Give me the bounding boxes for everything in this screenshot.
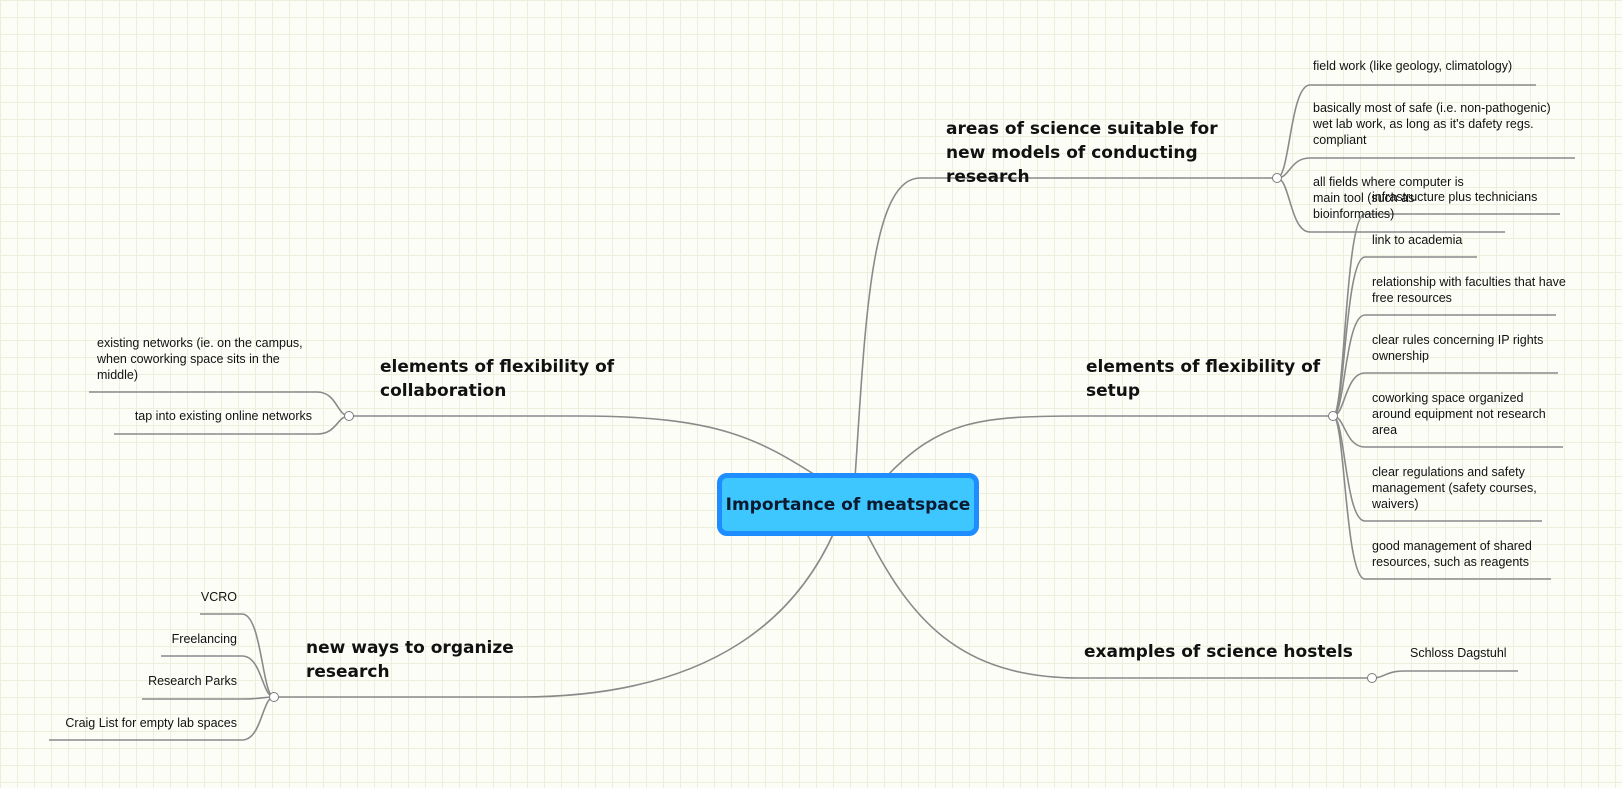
connector-organize (274, 529, 836, 698)
subtopic-label: good management of shared resources, suc… (1372, 539, 1532, 569)
topic-areas[interactable]: areas of science suitable for new models… (946, 117, 1261, 189)
topic-setup-label: elements of flexibility of setup (1086, 357, 1321, 401)
topic-hostels[interactable]: examples of science hostels (1084, 640, 1364, 664)
subtopic-label: field work (like geology, climatology) (1313, 59, 1513, 73)
topic-hostels-label: examples of science hostels (1084, 642, 1353, 662)
subtopic-craig-list[interactable]: Craig List for empty lab spaces (40, 715, 237, 731)
subtopic-research-parks[interactable]: Research Parks (120, 673, 237, 689)
subtopic-label: tap into existing online networks (134, 409, 312, 423)
subtopic-regulations[interactable]: clear regulations and safety management … (1372, 464, 1547, 512)
topic-organize[interactable]: new ways to organize research (306, 636, 526, 684)
subtopic-label: VCRO (200, 590, 237, 604)
topic-organize-label: new ways to organize research (306, 638, 514, 682)
subtopic-label: existing networks (ie. on the campus, wh… (97, 336, 303, 382)
connector-setup (884, 415, 1333, 479)
collapse-toggle-hostels[interactable] (1367, 673, 1377, 683)
collapse-toggle-collab[interactable] (344, 411, 354, 421)
connector-hostels (864, 529, 1372, 679)
subtopic-wet-lab[interactable]: basically most of safe (i.e. non-pathoge… (1313, 100, 1571, 148)
subtopic-field-work[interactable]: field work (like geology, climatology) (1313, 58, 1553, 74)
subtopic-label: Research Parks (148, 674, 237, 688)
topic-setup[interactable]: elements of flexibility of setup (1086, 355, 1326, 403)
subtopic-online-networks[interactable]: tap into existing online networks (100, 408, 312, 424)
root-topic[interactable]: Importance of meatspace (717, 473, 979, 536)
subtopic-label: infrastructure plus technicians (1372, 190, 1538, 204)
subtopic-faculties[interactable]: relationship with faculties that have fr… (1372, 274, 1567, 306)
subtopic-label: all fields where computer is main tool (… (1313, 175, 1464, 221)
topic-areas-label: areas of science suitable for new models… (946, 119, 1218, 187)
collapse-toggle-organize[interactable] (269, 692, 279, 702)
collapse-toggle-setup[interactable] (1328, 411, 1338, 421)
subtopic-label: Freelancing (171, 632, 237, 646)
subtopic-label: Schloss Dagstuhl (1410, 646, 1507, 660)
subtopic-label: coworking space organized around equipme… (1372, 391, 1546, 437)
subtopic-shared-resources[interactable]: good management of shared resources, suc… (1372, 538, 1552, 570)
subtopic-label: relationship with faculties that have fr… (1372, 275, 1566, 305)
subtopic-label: clear rules concerning IP rights ownersh… (1372, 333, 1544, 363)
connector-collab (349, 415, 821, 479)
root-topic-label: Importance of meatspace (725, 494, 971, 515)
subtopic-label: link to academia (1372, 233, 1463, 247)
subtopic-label: Craig List for empty lab spaces (65, 716, 237, 730)
subtopic-infrastructure[interactable]: infrastructure plus technicians (1372, 189, 1562, 205)
subtopic-vcro[interactable]: VCRO (120, 589, 237, 605)
collapse-toggle-areas[interactable] (1272, 173, 1282, 183)
subtopic-label: clear regulations and safety management … (1372, 465, 1537, 511)
subtopic-ip-rights[interactable]: clear rules concerning IP rights ownersh… (1372, 332, 1562, 364)
subtopic-coworking[interactable]: coworking space organized around equipme… (1372, 390, 1552, 438)
subtopic-freelancing[interactable]: Freelancing (120, 631, 237, 647)
connector-areas (854, 177, 1277, 479)
subtopic-existing-networks[interactable]: existing networks (ie. on the campus, wh… (97, 335, 322, 383)
subtopic-computer-fields[interactable]: all fields where computer is main tool (… (1313, 174, 1483, 222)
subtopic-label: basically most of safe (i.e. non-pathoge… (1313, 101, 1551, 147)
topic-collab-label: elements of flexibility of collaboration (380, 357, 615, 401)
topic-collab[interactable]: elements of flexibility of collaboration (380, 355, 640, 403)
subtopic-academia-link[interactable]: link to academia (1372, 232, 1512, 248)
subtopic-schloss-dagstuhl[interactable]: Schloss Dagstuhl (1410, 645, 1550, 661)
